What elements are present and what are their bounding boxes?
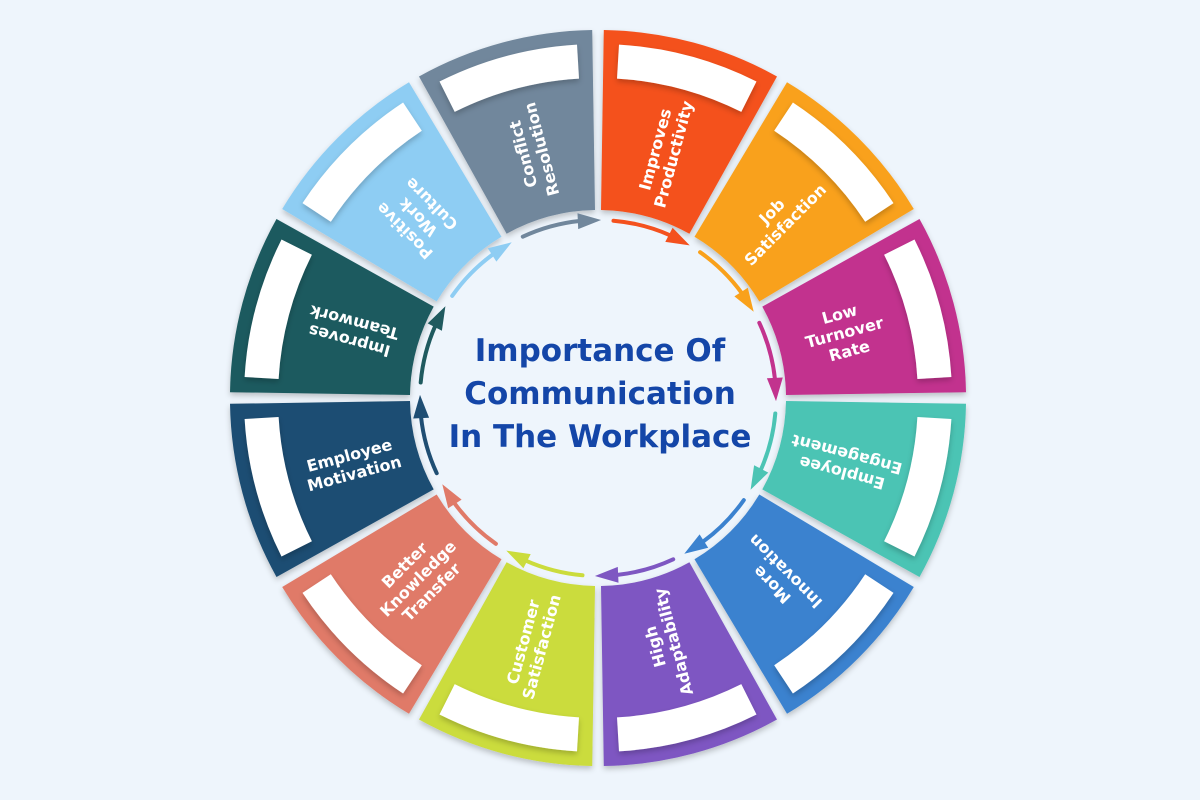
arrows-layer bbox=[413, 213, 783, 583]
flow-arrow-shaft bbox=[450, 252, 496, 298]
segment-white-tab bbox=[617, 684, 757, 752]
flow-arrow-head-icon bbox=[577, 213, 602, 230]
flow-arrow-head-icon bbox=[766, 377, 783, 402]
segment-shape bbox=[282, 82, 502, 302]
flow-arrow-shaft bbox=[700, 498, 746, 544]
title-line-2: Communication bbox=[464, 376, 736, 412]
flow-arrow-shaft bbox=[614, 557, 676, 577]
segments-layer: ImprovesProductivityJobSatisfactionLowTu… bbox=[230, 30, 966, 766]
segment-shape bbox=[694, 494, 914, 714]
flow-arrow-head-icon bbox=[734, 287, 754, 312]
segment-shape bbox=[694, 82, 914, 302]
flow-arrow-head-icon bbox=[750, 465, 769, 490]
flow-arrow-head-icon bbox=[665, 227, 690, 246]
segment-conflict-resolution: ConflictResolution bbox=[419, 30, 595, 234]
segment-white-tab bbox=[774, 574, 894, 694]
segment-positive-work-culture: PositiveWorkCulture bbox=[282, 82, 502, 302]
segment-job-satisfaction: JobSatisfaction bbox=[694, 82, 914, 302]
segment-improves-teamwork: ImprovesTeamwork bbox=[230, 219, 434, 395]
segment-customer-satisfaction: CustomerSatisfaction bbox=[419, 562, 595, 766]
segment-white-tab bbox=[302, 102, 422, 222]
segment-shape bbox=[282, 494, 502, 714]
segment-employee-engagement: EmployeeEngagement bbox=[762, 401, 966, 577]
title-line-3: In The Workplace bbox=[448, 419, 752, 455]
center-title: Importance Of Communication In The Workp… bbox=[420, 330, 780, 459]
segment-white-tab bbox=[617, 44, 757, 112]
segment-low-turnover-rate: LowTurnoverRate bbox=[762, 219, 966, 395]
flow-arrow-head-icon bbox=[413, 394, 430, 419]
segment-white-tab bbox=[884, 239, 952, 379]
flow-arrow-head-icon bbox=[442, 484, 462, 509]
segment-white-tab bbox=[774, 102, 894, 222]
flow-arrow-shaft bbox=[611, 218, 673, 238]
segment-better-knowledge-transfer: BetterKnowledgeTransfer bbox=[282, 494, 502, 714]
flow-arrow-head-icon bbox=[684, 534, 709, 554]
flow-arrow-head-icon bbox=[427, 306, 446, 331]
flow-arrow-shaft bbox=[452, 500, 498, 546]
flow-arrow-head-icon bbox=[506, 550, 531, 569]
segment-high-adaptability: HighAdaptability bbox=[601, 562, 777, 766]
segment-white-tab bbox=[302, 574, 422, 694]
flow-arrow-shaft bbox=[419, 414, 439, 476]
flow-arrow-shaft bbox=[757, 320, 777, 382]
segment-more-innovation: MoreInnovation bbox=[694, 494, 914, 714]
segment-white-tab bbox=[439, 684, 579, 752]
flow-arrow-shaft bbox=[418, 323, 438, 385]
segment-white-tab bbox=[884, 417, 952, 557]
segment-employee-motivation: EmployeeMotivation bbox=[230, 401, 434, 577]
flow-arrow-head-icon bbox=[487, 242, 512, 262]
segment-white-tab bbox=[244, 417, 312, 557]
segment-improves-productivity: ImprovesProductivity bbox=[601, 30, 777, 234]
segment-white-tab bbox=[244, 239, 312, 379]
segment-white-tab bbox=[439, 44, 579, 112]
flow-arrow-shaft bbox=[520, 219, 582, 239]
flow-arrow-shaft bbox=[698, 250, 744, 296]
flow-arrow-shaft bbox=[523, 558, 585, 578]
flow-arrow-head-icon bbox=[594, 566, 619, 583]
title-line-1: Importance Of bbox=[474, 333, 726, 369]
flow-arrow-shaft bbox=[758, 411, 778, 473]
